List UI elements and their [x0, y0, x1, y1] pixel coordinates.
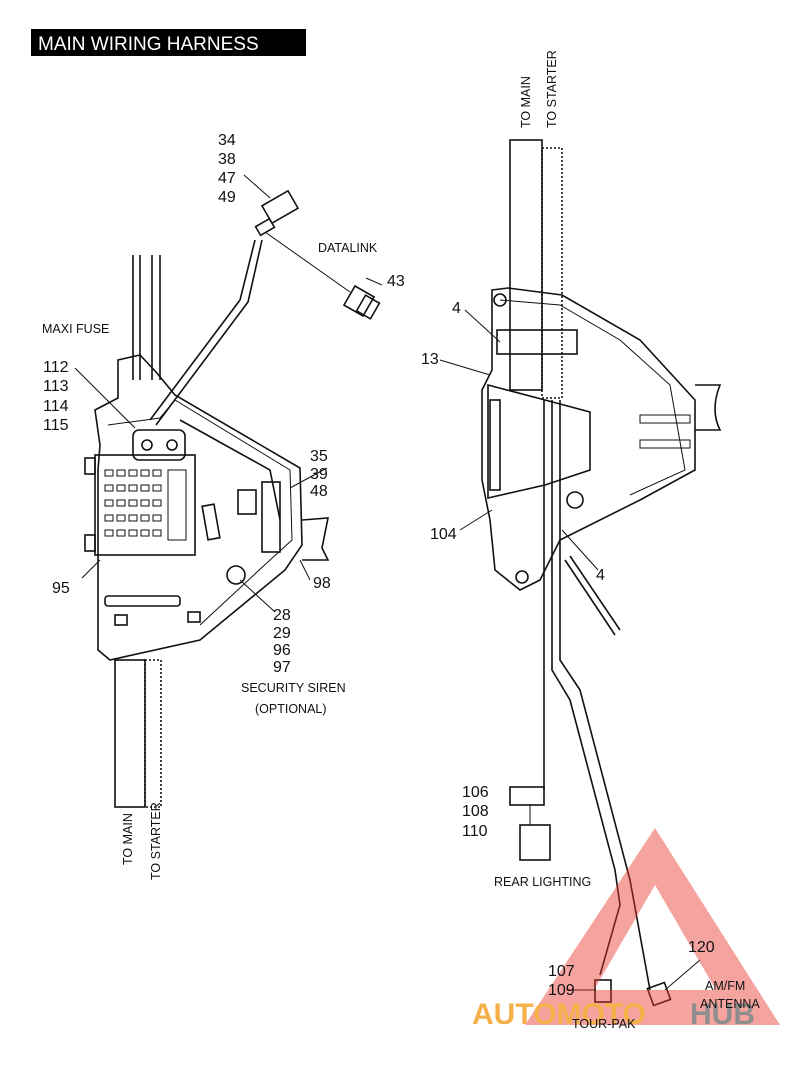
rear-lighting-plug [519, 824, 551, 861]
label-optional: (OPTIONAL) [255, 702, 327, 716]
label-rear-lighting: REAR LIGHTING [494, 875, 591, 889]
right-leaders [439, 309, 701, 991]
callout-120: 120 [688, 939, 715, 956]
watermark-auto: AUTOMOTO [472, 998, 646, 1031]
callout-29: 29 [273, 625, 291, 642]
callout-107: 107 [548, 963, 575, 980]
label-security-siren: SECURITY SIREN [241, 681, 346, 695]
label-tour-pak: TOUR-PAK [572, 1017, 636, 1031]
callout-112: 112 [43, 359, 69, 376]
callout-114: 114 [43, 398, 69, 415]
callout-110: 110 [462, 823, 488, 840]
callout-38: 38 [218, 151, 236, 168]
callout-104: 104 [430, 526, 457, 543]
fuse-block [94, 454, 196, 556]
watermark-triangle-icon [525, 828, 780, 1025]
to-main-harness [114, 659, 146, 808]
callout-98: 98 [313, 575, 331, 592]
label-datalink: DATALINK [318, 241, 378, 255]
callout-109: 109 [548, 982, 575, 999]
left-harness-assembly [84, 239, 330, 808]
left-leaders [74, 174, 383, 613]
label-maxi-fuse: MAXI FUSE [42, 322, 109, 336]
label-to-starter-left: TO STARTER [149, 802, 163, 880]
callout-4-bottom: 4 [596, 567, 605, 584]
callout-13: 13 [421, 351, 439, 368]
callout-39: 39 [310, 466, 328, 483]
callout-48: 48 [310, 483, 328, 500]
datalink-connectors [254, 189, 381, 320]
to-starter-conduit [144, 659, 162, 808]
to-main-harness [509, 139, 543, 391]
callout-49: 49 [218, 189, 236, 206]
callout-47: 47 [218, 170, 236, 187]
title-bar [31, 29, 306, 56]
cover-104 [487, 383, 591, 500]
callout-115: 115 [43, 417, 69, 434]
watermark-logo: AUTOMOTO HUB [472, 828, 780, 1031]
label-to-main-right: TO MAIN [519, 76, 533, 128]
label-to-starter-right: TO STARTER [545, 50, 559, 128]
antenna-connector [646, 981, 672, 1007]
callout-34: 34 [218, 132, 236, 149]
diagram-title: MAIN WIRING HARNESS [38, 34, 259, 55]
label-am-fm: AM/FM [705, 979, 745, 993]
watermark-hub: HUB [690, 998, 755, 1031]
callout-96: 96 [273, 642, 291, 659]
label-to-main-left: TO MAIN [121, 813, 135, 865]
maxi-fuse [132, 429, 186, 461]
to-starter-conduit [541, 147, 563, 399]
tour-pak-connector [594, 979, 612, 1003]
callout-35: 35 [310, 448, 328, 465]
callout-113: 113 [43, 378, 69, 395]
rear-lighting-connector [509, 786, 545, 806]
right-harness-assembly [481, 139, 722, 1007]
callout-4-top: 4 [452, 300, 461, 317]
callout-97: 97 [273, 659, 291, 676]
callout-28: 28 [273, 607, 291, 624]
label-antenna: ANTENNA [700, 997, 760, 1011]
callout-43: 43 [387, 273, 405, 290]
callout-95: 95 [52, 580, 70, 597]
callout-106: 106 [462, 784, 489, 801]
callout-108: 108 [462, 803, 489, 820]
